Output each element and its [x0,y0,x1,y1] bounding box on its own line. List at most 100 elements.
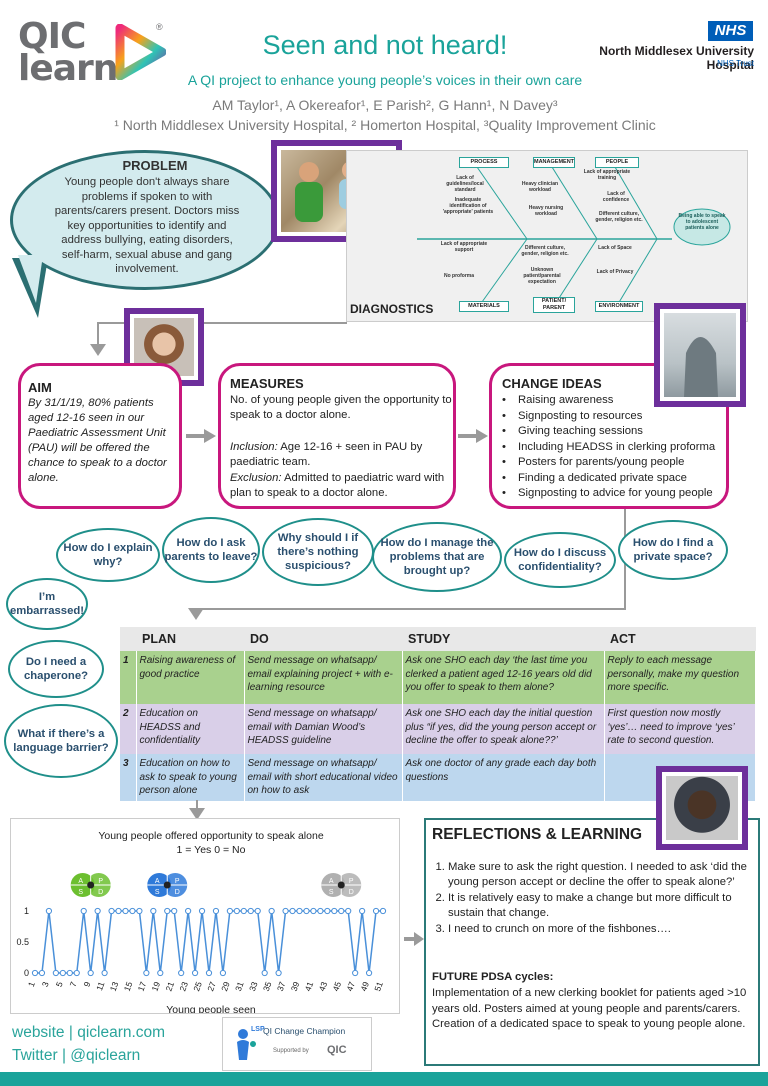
data-point [233,907,240,915]
data-point [191,969,199,977]
poster-subtitle: A QI project to enhance young people’s v… [187,72,583,88]
change-ideas-list: Raising awareness Signposting to resourc… [500,393,728,502]
question-cloud: How do I explain why? [56,528,160,582]
x-tick-label: 33 [247,980,260,993]
affiliations: ¹ North Middlesex University Hospital, ²… [114,117,656,133]
question-cloud: How do I discuss confidentiality? [504,532,616,588]
plan-cell: Raising awareness of good practice [136,651,245,704]
lsp-figure-icon [237,1029,256,1060]
measures-text: No. of young people given the opportunit… [230,394,452,421]
table-row: 1 Raising awareness of good practice Sen… [120,651,756,704]
table-row: 3 Education on how to ask to speak to yo… [120,754,756,801]
pdsa-cycle-letter: S [329,889,334,896]
list-item: Finding a dedicated private space [500,471,728,487]
change-ideas-heading: CHANGE IDEAS [502,376,602,391]
list-item: Raising awareness [500,393,728,409]
inclusion-text: Age 12-16 + seen in PAU by paediatric te… [230,441,423,468]
arrow-down-icon [189,808,205,820]
list-item: Posters for parents/young people [500,455,728,471]
problem-bubble [10,150,280,290]
problem-text: Young people don't always share problems… [54,176,240,275]
qiclearn-logo: QIC learn ® [18,19,168,89]
hooded-figure-icon [684,337,718,397]
fishbone-category: PATIENT/ PARENT [533,297,575,313]
photo-hooded-youth [654,303,746,407]
data-point [226,907,233,915]
reflections-heading: REFLECTIONS & LEARNING [432,826,643,843]
fishbone-category: PEOPLE [595,157,639,168]
do-cell: Send message on whatsapp/ email explaini… [244,651,403,704]
data-point [296,907,303,915]
data-point [171,907,178,915]
x-tick-label: 5 [54,980,65,988]
act-cell: First question now mostly ‘yes’… need to… [604,704,756,754]
aim-heading: AIM [28,380,52,395]
x-tick-label: 25 [191,980,204,993]
act-cell: Reply to each message personally, make m… [604,651,756,704]
logo-text-learn: learn [18,48,118,89]
exclusion-label: Exclusion: [230,472,282,484]
reflections-list: Make sure to ask the right question. I n… [432,860,752,939]
table-header: ACT [604,627,756,651]
x-tick-label: 43 [317,980,330,993]
connector-line [195,608,626,610]
fishbone-cause: Lack of appropriate support [440,241,488,253]
cycle-number: 1 [120,651,137,704]
x-tick-label: 15 [122,980,135,993]
data-point [101,969,108,977]
data-point [268,907,275,915]
x-tick-label: 39 [289,980,302,993]
x-tick-label: 7 [68,980,79,988]
plan-cell: Education on how to ask to speak to youn… [136,754,245,801]
hospital-name: North Middlesex University Hospital [599,44,754,72]
problem-heading: PROBLEM [122,158,188,173]
x-tick-label: 3 [40,980,51,988]
exclusion-text: Admitted to paediatric ward with plan to… [230,472,445,499]
pdsa-cycle-icon [337,881,345,889]
fishbone-cause: No proforma [444,273,474,279]
fishbone-lines [417,166,731,310]
table-header: STUDY [402,627,604,651]
x-tick-label: 17 [136,980,149,993]
fishbone-cause: Lack of Privacy [596,269,634,275]
website-link[interactable]: website | qiclearn.com [12,1024,166,1041]
fishbone-category: MANAGEMENT [533,157,575,168]
chart-subtitle: 1 = Yes 0 = No [177,844,246,856]
study-cell: Ask one doctor of any grade each day bot… [402,754,605,801]
x-tick-label: 9 [82,980,93,988]
data-point [31,969,39,977]
list-item: Signposting to resources [500,409,728,425]
data-point [261,969,268,977]
data-point [303,907,310,915]
list-item: Giving teaching sessions [500,424,728,440]
data-point [247,907,254,915]
data-point [289,907,296,915]
fishbone-category: ENVIRONMENT [595,301,643,312]
connector-line [196,800,198,812]
x-tick-label: 35 [261,980,274,993]
fishbone-head: Being able to speak to adolescent patien… [678,213,726,231]
data-point [324,907,331,915]
data-point [66,969,73,977]
x-tick-label: 41 [303,980,316,993]
supported-by: Supported by [273,1048,309,1054]
pdsa-cycle-letter: P [349,878,354,885]
data-point [178,969,185,977]
reflections-box [424,818,760,1066]
pdsa-cycle-letter: D [98,889,103,896]
x-tick-label: 21 [163,980,176,993]
data-point [282,907,289,915]
measures-box [218,363,456,509]
pdsa-cycle-icon [163,881,171,889]
table-header: PLAN [136,627,244,651]
data-point [331,907,338,915]
fishbone-cause: Lack of appropriate training [583,169,631,181]
x-tick-label: 11 [94,980,107,992]
run-chart: Young people offered opportunity to spea… [16,830,387,1016]
table-header-corner [120,627,136,651]
cycle-number: 3 [120,754,137,801]
twitter-link[interactable]: Twitter | @qiclearn [12,1047,141,1064]
pdsa-cycle-letter: P [98,878,103,885]
aim-box [18,363,182,509]
data-point [143,969,150,977]
